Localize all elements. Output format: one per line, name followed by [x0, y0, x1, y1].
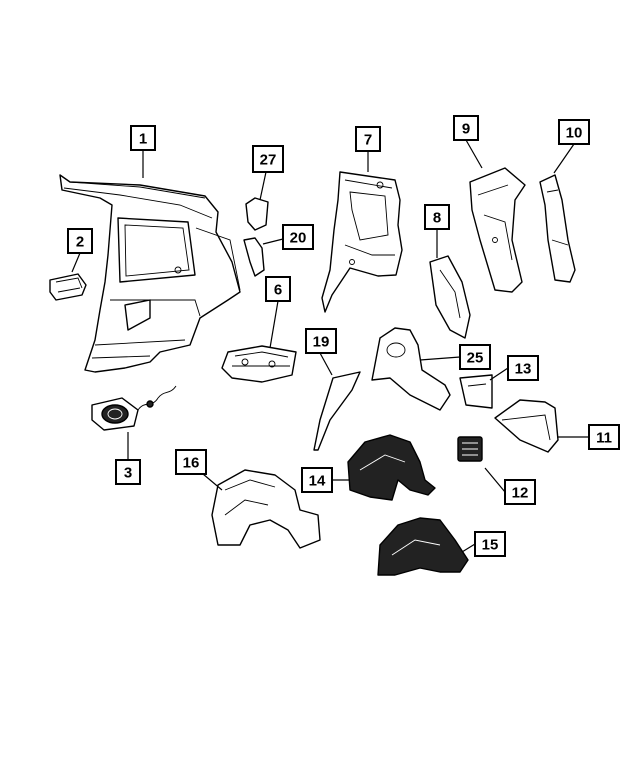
part-10-d-pillar	[539, 174, 576, 283]
part-14-inner-wheelhouse	[347, 434, 436, 501]
callout-9-label: 9	[462, 121, 470, 138]
callout-1-label: 1	[139, 131, 147, 148]
callout-19: 19	[305, 328, 337, 354]
callout-25: 25	[459, 344, 491, 370]
callout-16: 16	[175, 449, 207, 475]
callout-12: 12	[504, 479, 536, 505]
callout-8: 8	[424, 204, 450, 230]
callout-19-label: 19	[313, 334, 330, 351]
leader-lines	[71, 139, 589, 553]
part-27-small-piece	[245, 197, 269, 231]
callout-20: 20	[282, 224, 314, 250]
callout-13-label: 13	[515, 361, 532, 378]
part-6-bracket	[221, 345, 297, 383]
part-3-fuel-filler-housing	[91, 385, 177, 431]
callout-7-label: 7	[364, 132, 372, 149]
callout-9: 9	[453, 115, 479, 141]
part-13-small-panel	[459, 374, 493, 409]
callout-7: 7	[355, 126, 381, 152]
callout-10-label: 10	[566, 125, 583, 142]
part-12-vent-grille	[457, 436, 483, 462]
part-9-pillar	[469, 167, 526, 293]
callout-14-label: 14	[309, 473, 326, 490]
part-2-fuel-door	[49, 273, 87, 301]
part-7-inner-panel	[321, 171, 403, 313]
callout-2: 2	[67, 228, 93, 254]
part-15-wheelhouse-lower	[377, 517, 469, 576]
callout-12-label: 12	[512, 485, 529, 502]
part-20-small-bracket	[243, 237, 265, 277]
callout-3-label: 3	[124, 465, 132, 482]
callout-25-label: 25	[467, 350, 484, 367]
callout-14: 14	[301, 467, 333, 493]
callout-3: 3	[115, 459, 141, 485]
callout-11: 11	[588, 424, 620, 450]
callout-15: 15	[474, 531, 506, 557]
callout-6-label: 6	[274, 282, 282, 299]
part-16-wheelhouse-liner	[211, 469, 321, 549]
part-8-panel	[429, 255, 471, 339]
part-19-strip	[313, 371, 361, 451]
callout-1: 1	[130, 125, 156, 151]
part-25-housing	[371, 327, 451, 411]
callout-27: 27	[252, 145, 284, 173]
callout-6: 6	[265, 276, 291, 302]
part-11-corner-bracket	[494, 399, 559, 453]
callout-20-label: 20	[290, 230, 307, 247]
callout-11-label: 11	[596, 430, 612, 447]
callout-15-label: 15	[482, 537, 499, 554]
callout-2-label: 2	[76, 234, 84, 251]
callout-13: 13	[507, 355, 539, 381]
callout-16-label: 16	[183, 455, 200, 472]
callout-10: 10	[558, 119, 590, 145]
callout-27-label: 27	[260, 152, 277, 169]
callout-8-label: 8	[433, 210, 441, 227]
part-1-quarter-panel	[59, 174, 241, 373]
